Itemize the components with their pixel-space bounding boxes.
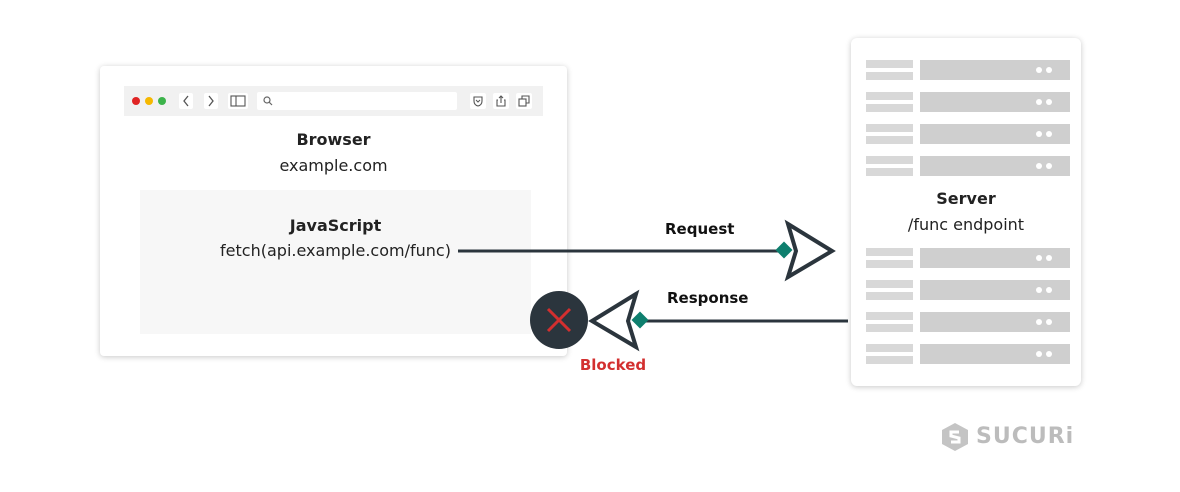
close-dot[interactable] [132, 97, 140, 105]
back-icon[interactable] [179, 93, 193, 109]
fetch-code: fetch(api.example.com/func) [220, 241, 451, 260]
forward-icon[interactable] [204, 93, 218, 109]
server-endpoint: /func endpoint [907, 215, 1025, 234]
share-icon[interactable] [493, 93, 509, 109]
browser-domain: example.com [279, 156, 388, 175]
response-diamond [631, 311, 649, 329]
server-rack-unit [866, 124, 1070, 144]
server-rack-unit [866, 280, 1070, 300]
server-title: Server [936, 189, 996, 208]
request-diamond [775, 241, 793, 259]
browser-toolbar [124, 86, 543, 116]
browser-title: Browser [296, 130, 371, 149]
server-rack-unit [866, 92, 1070, 112]
browser-window: Browser example.com JavaScript fetch(api… [100, 66, 567, 356]
sucuri-logo-icon [942, 423, 968, 451]
server-rack-unit [866, 344, 1070, 364]
shield-icon[interactable] [470, 93, 486, 109]
response-label: Response [667, 289, 749, 307]
sidebar-icon[interactable] [228, 93, 248, 109]
blocked-label: Blocked [579, 356, 647, 374]
tabs-icon[interactable] [516, 93, 532, 109]
request-label: Request [665, 220, 735, 238]
maximize-dot[interactable] [158, 97, 166, 105]
server-box: Server /func endpoint [851, 38, 1081, 386]
sucuri-logo: SUCURi [940, 420, 1085, 454]
response-arrowhead [588, 289, 640, 352]
search-icon [263, 96, 273, 106]
address-bar[interactable] [257, 92, 457, 110]
server-rack-unit [866, 156, 1070, 176]
minimize-dot[interactable] [145, 97, 153, 105]
sucuri-logo-text: SUCURi [976, 424, 1075, 449]
request-arrowhead [784, 219, 836, 282]
javascript-panel: JavaScript fetch(api.example.com/func) [140, 190, 531, 334]
server-rack-unit [866, 60, 1070, 80]
blocked-x-icon [530, 291, 588, 349]
javascript-title: JavaScript [289, 216, 382, 235]
server-rack-unit [866, 248, 1070, 268]
server-rack-unit [866, 312, 1070, 332]
